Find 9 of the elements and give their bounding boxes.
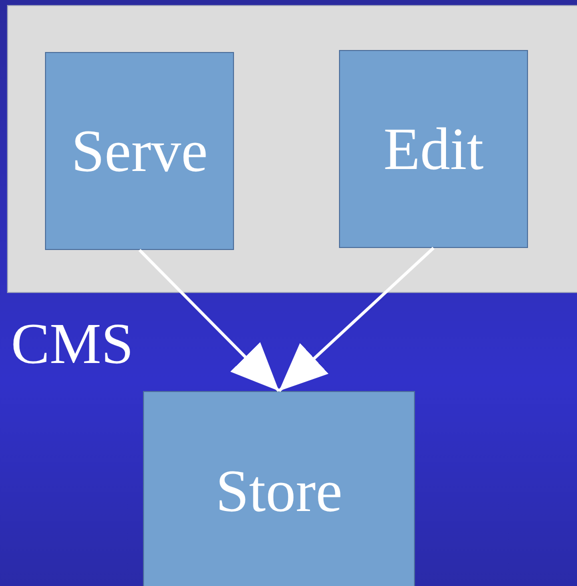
group-label: CMS [11,312,134,376]
process-box [143,391,415,586]
arrow [138,248,280,392]
box-label: Store [216,461,342,521]
box-label: Edit [384,119,484,179]
process-box [45,52,234,250]
box-label: Serve [71,121,208,181]
arrow [278,246,435,392]
process-box [339,50,528,248]
